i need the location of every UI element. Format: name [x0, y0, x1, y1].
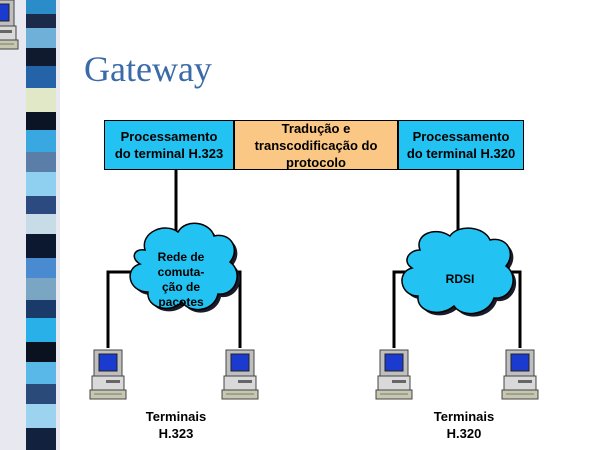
h323-processing-box: Processamento do terminal H.323	[104, 120, 234, 170]
packet-network-label: Rede de comuta- ção de pacotes	[157, 250, 205, 309]
isdn-label: RDSI	[445, 272, 475, 286]
cloud-network-icon	[401, 227, 517, 317]
computer-terminal-icon	[0, 0, 19, 50]
decorative-side-strip	[0, 0, 60, 450]
page-title: Gateway	[84, 49, 212, 89]
h320-terminals-label: Terminais H.320	[433, 409, 495, 441]
h323-terminals-label: Terminais H.323	[145, 409, 207, 441]
protocol-translation-box: Tradução e transcodificação do protocolo	[234, 120, 398, 170]
h320-processing-box: Processamento do terminal H.320	[398, 120, 524, 170]
cloud-network-icon	[129, 222, 241, 313]
